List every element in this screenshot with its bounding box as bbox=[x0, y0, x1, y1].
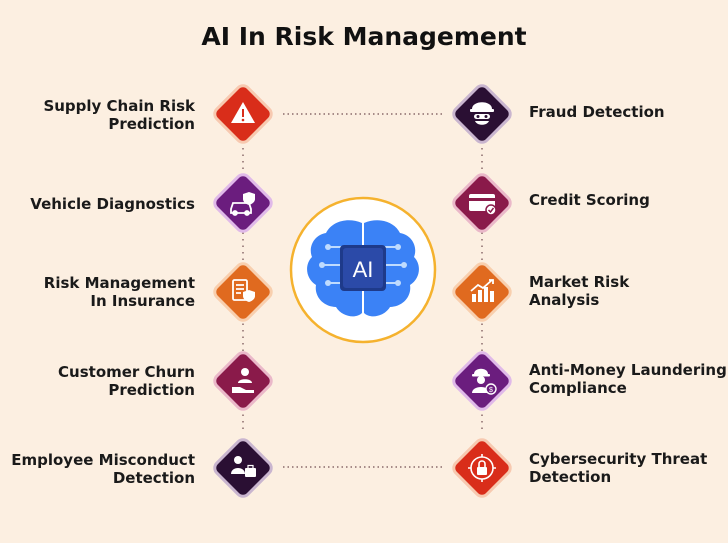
brain-icon bbox=[307, 220, 419, 317]
customer-churn-node bbox=[205, 343, 281, 419]
warning-icon bbox=[231, 102, 255, 123]
supply-chain-node bbox=[205, 76, 281, 152]
anti-money-laundering-node: $ bbox=[444, 343, 520, 419]
insurance-document-icon bbox=[232, 279, 255, 302]
employee-misconduct-node bbox=[205, 430, 281, 506]
cybersecurity-node bbox=[444, 430, 520, 506]
page-title: AI In Risk Management bbox=[201, 22, 527, 51]
bar-chart-icon bbox=[470, 279, 494, 302]
vehicle-diagnostics-label: Vehicle Diagnostics bbox=[30, 195, 195, 213]
customer-hand-icon bbox=[232, 368, 254, 393]
ai-chip-label: AI bbox=[353, 257, 374, 282]
fraud-detection-label: Fraud Detection bbox=[529, 103, 665, 121]
market-risk-node bbox=[444, 254, 520, 330]
masked-fraudster-icon bbox=[470, 102, 494, 125]
employee-briefcase-icon bbox=[231, 456, 256, 477]
credit-card-check-icon bbox=[469, 194, 497, 216]
credit-scoring-node bbox=[444, 165, 520, 241]
money-laundering-icon: $ bbox=[472, 368, 497, 395]
svg-text:$: $ bbox=[489, 387, 493, 394]
risk-insurance-node bbox=[205, 254, 281, 330]
vehicle-diagnostics-node bbox=[205, 165, 281, 241]
ai-brain-hub: AI bbox=[288, 195, 438, 350]
cyber-lock-icon bbox=[468, 454, 496, 482]
fraud-detection-node bbox=[444, 76, 520, 152]
credit-scoring-label: Credit Scoring bbox=[529, 191, 650, 209]
car-shield-icon bbox=[230, 192, 255, 216]
